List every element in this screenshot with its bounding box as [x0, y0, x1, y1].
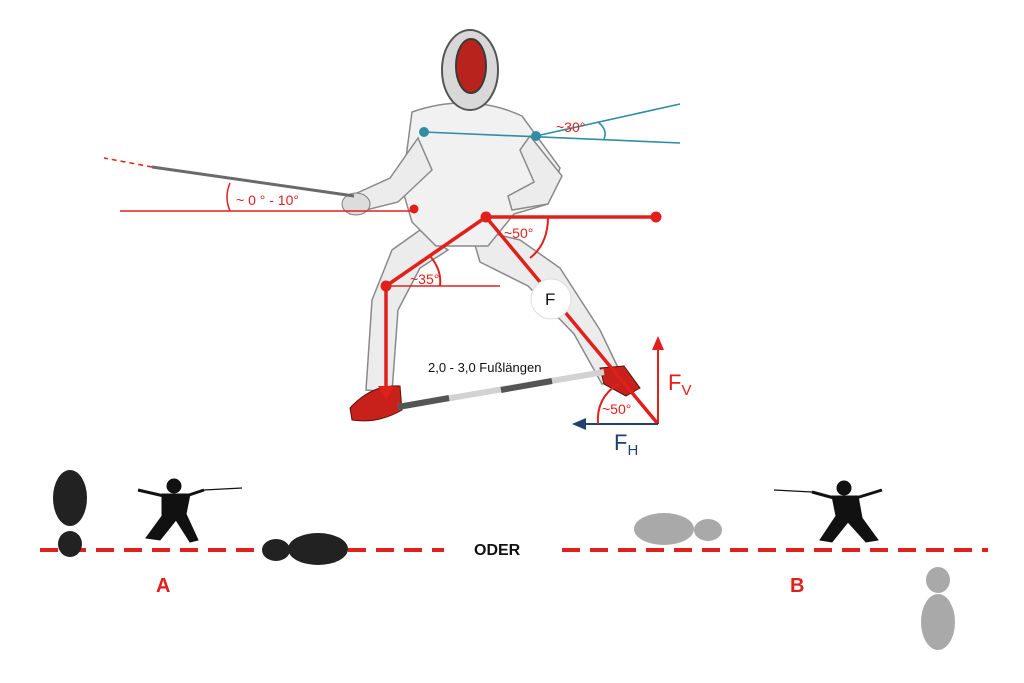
fencer-glove: [341, 192, 371, 216]
vertical-force-sub: V: [681, 382, 691, 399]
hip-angle-label: ~50°: [504, 225, 533, 241]
variant-b-fencer-back-arm: [855, 488, 883, 500]
variant-a-fencer-blade: [203, 487, 243, 491]
shoulder-left-dot: [419, 127, 429, 137]
stance-width-bar-seg1: [397, 395, 450, 410]
blade-angle-group: ~ 0 ° - 10°: [120, 182, 419, 214]
footwork-option-b-label: B: [790, 575, 804, 597]
variant-a-fencer-silhouette: [137, 478, 243, 543]
shoulder-angle-arc: [597, 121, 606, 140]
shoulder-right-dot: [531, 131, 541, 141]
variant-b-fencer-silhouette: [773, 480, 883, 543]
variant-a-front-heel: [262, 539, 290, 561]
hip-dot: [480, 211, 492, 223]
stance-width-label: 2,0 - 3,0 Fußlängen: [428, 360, 541, 375]
variant-b-fencer-body: [819, 495, 879, 543]
blade-extension-dashed: [103, 157, 153, 168]
variant-a-back-sole: [53, 470, 87, 526]
horizontal-force-sub: H: [627, 442, 638, 459]
variant-a-front-footprint: [262, 533, 348, 565]
variant-b-back-footprint: [634, 513, 722, 545]
shoulder-reference-line: [535, 103, 681, 137]
horizontal-force-main: F: [614, 430, 627, 455]
back-foot-arrow: [378, 386, 394, 400]
variant-a-back-heel: [58, 531, 82, 557]
fencer-back-arm: [507, 134, 563, 211]
hand-dot: [409, 204, 419, 214]
variant-b-fencer-head: [836, 480, 852, 496]
horizontal-force-label: FH: [614, 430, 638, 459]
shoulder-line: [423, 131, 681, 144]
footwork-variants-group: ODER A B: [40, 470, 988, 650]
front-leg-force-line: [484, 215, 660, 426]
variant-a-fencer-body: [145, 493, 199, 543]
stance-width-group: 2,0 - 3,0 Fußlängen: [397, 360, 605, 410]
hip-angle-arc: [529, 216, 549, 259]
variant-a-back-footprint: [53, 470, 87, 557]
variant-b-front-heel: [926, 567, 950, 593]
fencer-mask-mesh: [455, 38, 487, 94]
variant-b-back-sole: [634, 513, 694, 545]
variant-b-back-heel: [694, 519, 722, 541]
shoulder-angle-label: ~30°: [556, 119, 585, 135]
force-label: F: [545, 290, 555, 309]
hip-line-end-dot: [650, 211, 662, 223]
vertical-force-arrowhead: [652, 336, 664, 350]
variant-b-front-sole: [921, 594, 955, 650]
horizontal-force-arrowhead: [572, 418, 586, 430]
variant-b-front-footprint: [921, 567, 955, 650]
force-label-circle: [530, 278, 572, 320]
fencer-illustration: [103, 29, 641, 422]
variant-b-fencer-blade: [773, 489, 813, 493]
vertical-force-label: FV: [668, 370, 691, 399]
variant-b-fencer-arm: [811, 490, 835, 500]
knee-angle-arc: [429, 255, 442, 287]
blade-angle-label: ~ 0 ° - 10°: [236, 192, 299, 208]
stance-width-bar-seg2: [500, 378, 553, 393]
blade-angle-arc: [226, 182, 231, 212]
variant-a-fencer-back-arm: [137, 488, 165, 498]
vertical-force-main: F: [668, 370, 681, 395]
force-decomposition-group: ~50° FV FH: [572, 336, 691, 459]
knee-dot: [380, 280, 392, 292]
variant-a-front-sole: [288, 533, 348, 565]
fencer-blade: [151, 165, 355, 198]
variant-a-fencer-arm: [185, 488, 205, 498]
fencer-torso: [401, 102, 561, 247]
footwork-option-a-label: A: [156, 575, 170, 597]
foot-angle-label: ~50°: [602, 401, 631, 417]
knee-angle-label: ~35°: [410, 271, 439, 287]
shoulder-angle-group: ~30°: [419, 103, 681, 144]
footwork-separator-label: ODER: [474, 542, 521, 559]
variant-a-fencer-head: [166, 478, 182, 494]
thigh-back-line: [385, 215, 487, 288]
foot-angle-arc: [596, 383, 619, 425]
fencer-back-shoe: [349, 385, 403, 422]
leg-geometry-group: ~50° ~35° F: [378, 211, 662, 426]
